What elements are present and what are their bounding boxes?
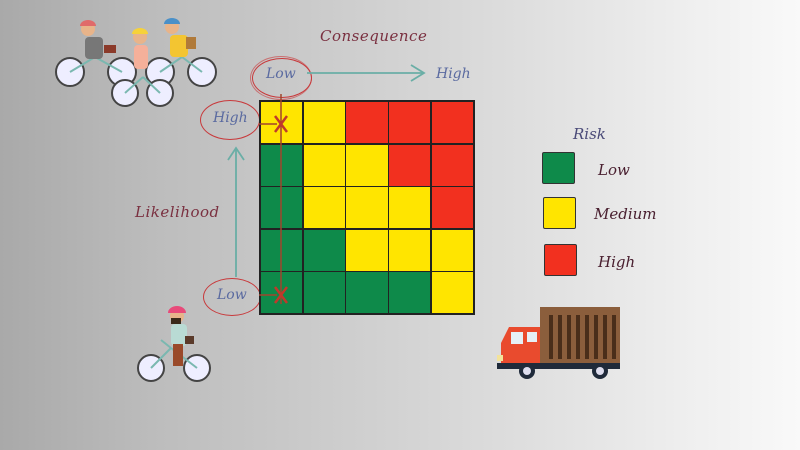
matrix-cell-high bbox=[389, 102, 431, 143]
matrix-cell-low bbox=[346, 272, 388, 313]
likelihood-high-label: High bbox=[213, 110, 248, 126]
x-marker-icon bbox=[274, 115, 288, 133]
legend-label-medium: Medium bbox=[594, 205, 657, 223]
legend-title: Risk bbox=[573, 125, 606, 143]
matrix-cell-high bbox=[431, 144, 473, 186]
consequence-high-label: High bbox=[436, 66, 471, 82]
matrix-cell-high bbox=[431, 102, 473, 143]
matrix-cell-low bbox=[303, 272, 345, 313]
x-marker-icon bbox=[274, 286, 288, 304]
legend-swatch-high bbox=[544, 244, 577, 276]
likelihood-arrow-icon bbox=[227, 146, 245, 277]
matrix-cell-medium bbox=[389, 229, 431, 271]
marker-overlay bbox=[259, 94, 288, 304]
likelihood-title: Likelihood bbox=[135, 203, 220, 221]
matrix-cell-medium bbox=[303, 102, 345, 143]
consequence-title: Consequence bbox=[320, 27, 428, 45]
legend-swatch-medium bbox=[543, 197, 576, 229]
matrix-cell-medium bbox=[431, 229, 473, 271]
cyclists-group-illustration bbox=[55, 18, 217, 107]
matrix-cell-medium bbox=[346, 144, 388, 186]
matrix-cell-medium bbox=[346, 229, 388, 271]
legend-label-low: Low bbox=[598, 161, 630, 179]
legend-label-high: High bbox=[598, 253, 636, 271]
consequence-arrow-icon bbox=[307, 64, 426, 82]
single-cyclist-illustration bbox=[137, 306, 211, 382]
matrix-cell-low bbox=[303, 229, 345, 271]
risk-matrix bbox=[259, 100, 475, 315]
likelihood-low-label: Low bbox=[217, 287, 247, 303]
matrix-cell-medium bbox=[389, 187, 431, 228]
matrix-cell-medium bbox=[346, 187, 388, 228]
matrix-cell-medium bbox=[303, 187, 345, 228]
matrix-cell-high bbox=[431, 187, 473, 228]
legend-swatch-low bbox=[542, 152, 575, 184]
matrix-cell-low bbox=[389, 272, 431, 313]
matrix-cell-high bbox=[346, 102, 388, 143]
truck-illustration bbox=[497, 307, 620, 379]
matrix-cell-medium bbox=[431, 272, 473, 313]
consequence-low-label: Low bbox=[266, 66, 296, 82]
matrix-cell-medium bbox=[303, 144, 345, 186]
matrix-cell-high bbox=[389, 144, 431, 186]
